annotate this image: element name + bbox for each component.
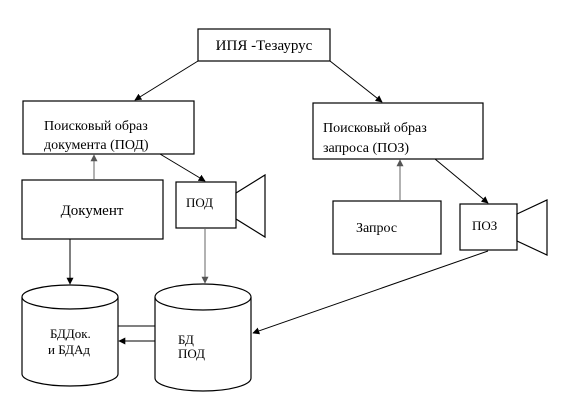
- query-box: [332, 200, 442, 255]
- db-pod-label-2: ПОД: [178, 346, 205, 361]
- document-box: [21, 179, 164, 240]
- db-docs-cylinder: [21, 284, 119, 387]
- doc-search-image-box: [22, 100, 195, 155]
- arrow-poz-to-db-pod: [252, 250, 489, 335]
- arrow-query-image-to-poz: [434, 158, 489, 204]
- query-label: Запрос: [356, 221, 397, 236]
- poz-output-body: [459, 203, 518, 251]
- poz-output-horn: [516, 199, 548, 256]
- arrow-doc-image-to-pod: [159, 153, 206, 182]
- db-docs-label-1: БДДок.: [50, 326, 91, 341]
- pod-output-horn: [235, 173, 266, 239]
- query-search-image-label-1: Поисковый образ: [323, 121, 427, 136]
- query-search-image-label-2: запроса (ПОЗ): [323, 141, 409, 156]
- document-label: Документ: [61, 203, 124, 219]
- thesaurus-label: ИПЯ -Тезаурус: [216, 38, 313, 54]
- db-docs-label-2: и БДАд: [48, 342, 90, 357]
- doc-search-image-label-1: Поисковый образ: [44, 119, 148, 134]
- arrow-thesaurus-to-query-image: [329, 60, 383, 103]
- poz-output-label: ПОЗ: [472, 218, 497, 233]
- query-search-image-box: [312, 102, 484, 160]
- arrow-thesaurus-to-doc-image: [134, 60, 199, 101]
- db-pod-label-1: БД: [178, 332, 194, 347]
- db-pod-cylinder: [154, 283, 252, 392]
- pod-output-label: ПОД: [186, 195, 213, 210]
- thesaurus-box: [197, 28, 331, 62]
- doc-search-image-label-2: документа (ПОД): [44, 138, 149, 153]
- pod-output-body: [175, 181, 237, 229]
